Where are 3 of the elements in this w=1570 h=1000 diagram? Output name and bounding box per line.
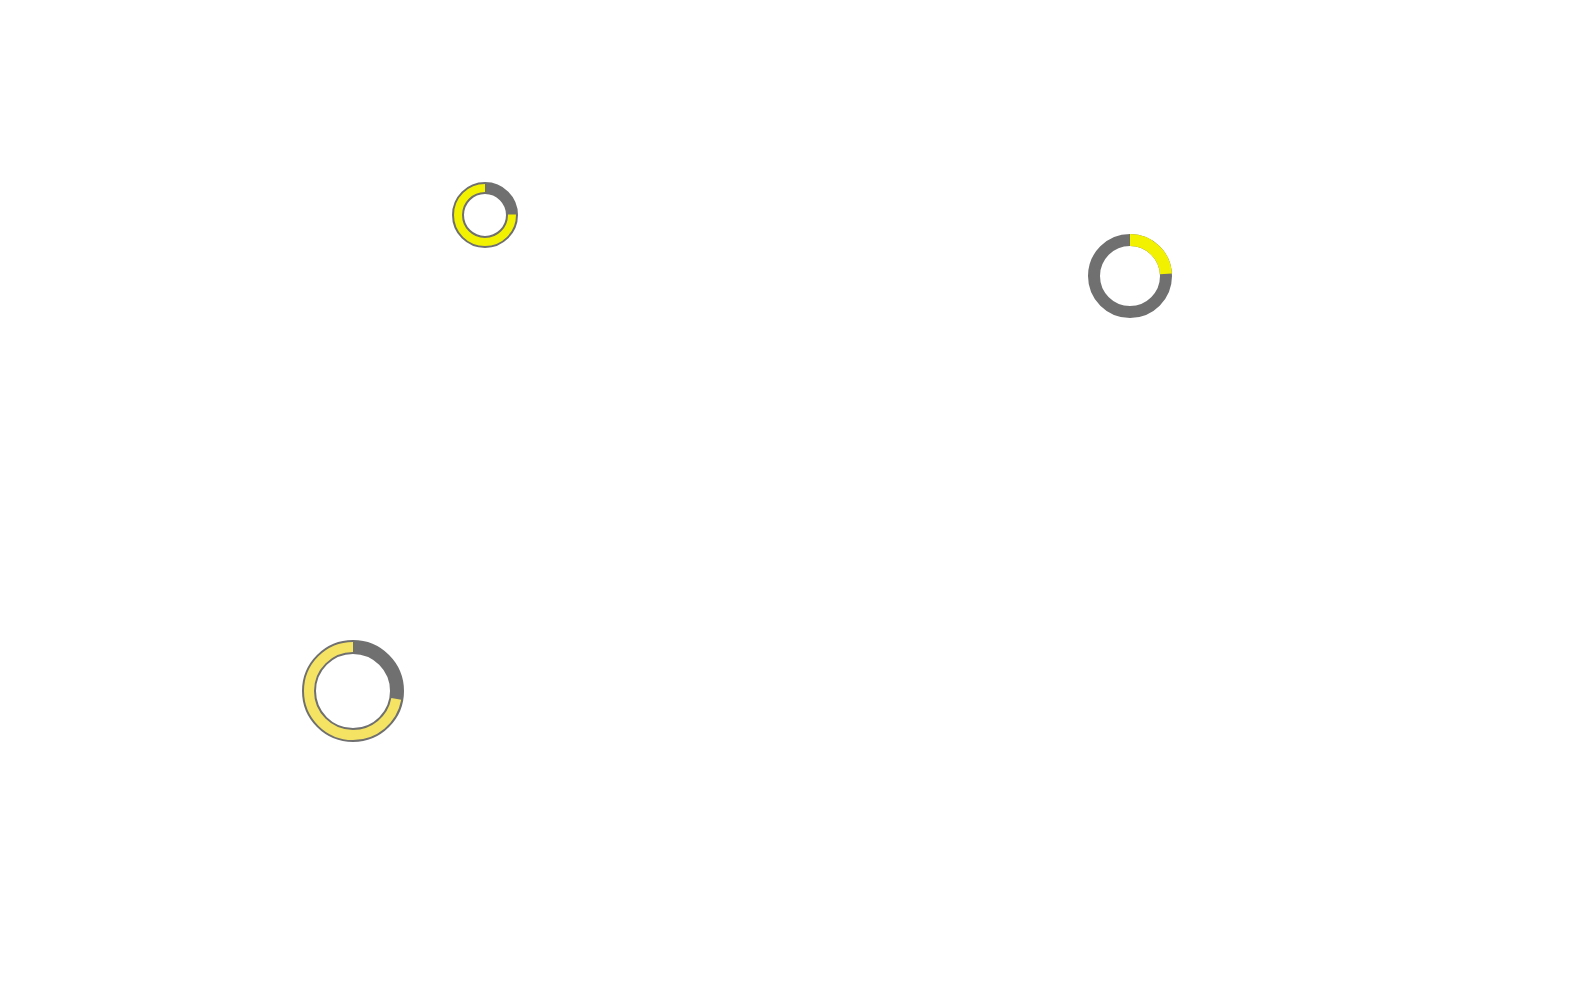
progress-ring — [301, 639, 403, 741]
progress-ring — [451, 181, 517, 247]
progress-ring — [1086, 232, 1174, 320]
